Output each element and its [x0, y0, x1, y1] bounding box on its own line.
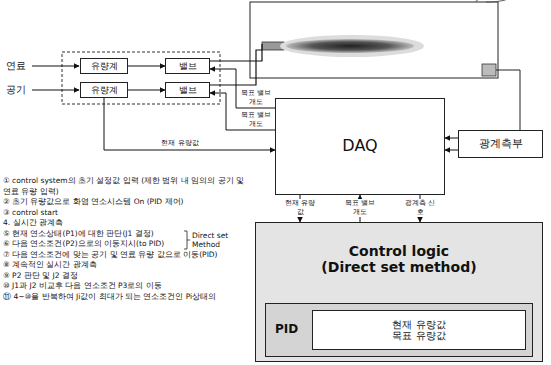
node-text: 밸브	[179, 85, 197, 95]
edge-label: 현재 유량값	[160, 139, 199, 148]
supply-unit	[62, 52, 220, 104]
control-logic-box: Control logic(Direct set method) PID 현재 유량…	[255, 222, 543, 362]
node-text: 목표 유량값	[392, 330, 445, 342]
step-text: ⑦ 다음 연소조건에 맞는 공기 및 연료 유량 값으로 이동(PID)	[3, 250, 251, 261]
flame	[286, 39, 414, 53]
inlet-label: 공기	[6, 83, 26, 97]
connector	[128, 90, 165, 91]
step-text: ⑨ P2 판단 및 J2 결정	[3, 271, 251, 282]
flow-meter-box: 유량계	[80, 58, 128, 74]
edge-label: 목표 밸브개도	[238, 111, 274, 129]
edge-label: 목표 밸브개도	[238, 89, 274, 107]
step-text: ⑩ J1과 J2 비교후 다음 연소조건 P3로의 이동	[3, 281, 251, 292]
optical-measure-box: 광계측부	[458, 130, 543, 158]
inlet-label: 연료	[6, 59, 26, 73]
step-text: 4. 실시간 광계측	[3, 218, 251, 229]
flow-meter-box: 유량계	[80, 82, 128, 98]
daq-box: DAQ	[275, 98, 445, 195]
chimney	[486, 0, 508, 2]
method-label: Direct set Method	[192, 231, 242, 249]
node-text: DAQ	[342, 137, 377, 155]
flame-glow	[280, 35, 424, 57]
node-text: 현재 유량값	[392, 319, 445, 331]
node-text: 유량계	[91, 85, 118, 95]
step-text: ⑪ 4~⑩을 반복하여 Ji값이 최대가 되는 연소조건인 Pi상태의	[3, 292, 251, 303]
sensor-wire	[496, 70, 520, 130]
edge-label: 광계측 신호	[402, 199, 438, 217]
edge-label: 목표 밸브개도	[342, 199, 378, 217]
fuel-inlet	[32, 66, 79, 67]
node-text: 밸브	[179, 61, 197, 71]
node-text: Control logic	[349, 243, 449, 259]
step-text: ① control system의 초기 설정값 입력 (제한 범위 내 임의의…	[3, 176, 251, 197]
node-text: PID	[275, 323, 298, 337]
step-text: ⑧ 계속적인 실시간 광계측	[3, 260, 251, 271]
fuel-pipe	[210, 44, 262, 61]
pid-box: PID 현재 유량값목표 유량값	[265, 303, 533, 357]
step-list: ① control system의 초기 설정값 입력 (제한 범위 내 임의의…	[3, 176, 183, 302]
valve-box: 밸브	[165, 82, 210, 98]
valve-box: 밸브	[165, 58, 210, 74]
sensor	[482, 64, 496, 76]
node-text: 유량계	[91, 61, 118, 71]
air-inlet	[32, 90, 79, 91]
edge-label: 현재 유량값	[282, 199, 318, 217]
bracket	[184, 231, 190, 249]
step-text: ② 초기 유량값으로 화염 연소시스템 On (PID 제어)	[3, 197, 251, 208]
connector	[445, 150, 458, 151]
node-text: (Direct set method)	[321, 259, 476, 275]
node-text: 광계측부	[479, 138, 523, 151]
furnace	[250, 2, 498, 78]
connector	[128, 66, 165, 67]
connector	[445, 138, 458, 139]
connector	[210, 69, 275, 108]
step-text: ③ control start	[3, 208, 251, 219]
flow-value-box: 현재 유량값목표 유량값	[312, 310, 526, 350]
